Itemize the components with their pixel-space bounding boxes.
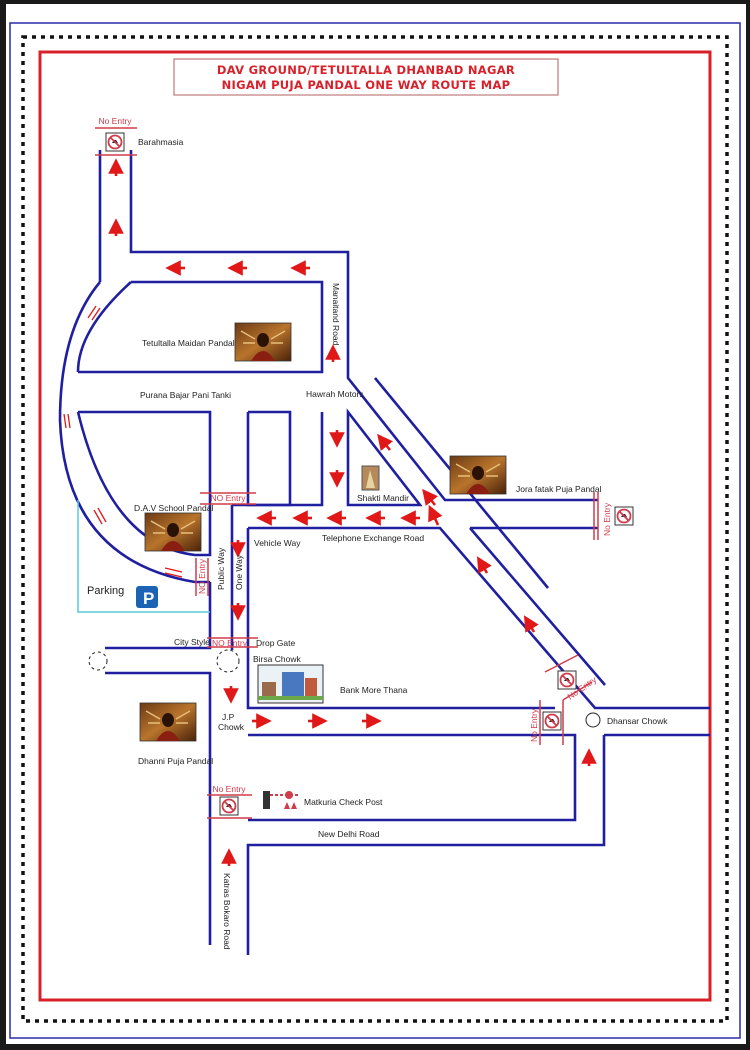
label-new-delhi-road: New Delhi Road <box>318 829 380 839</box>
no-entry-dhansar-left: No Entry <box>529 700 564 745</box>
dhansar-chowk-marker <box>585 712 601 728</box>
svg-text:NO Entry: NO Entry <box>211 493 247 503</box>
label-public-way: Public Way <box>216 547 226 590</box>
label-purana-bajar: Purana Bajar Pani Tanki <box>140 390 231 400</box>
no-entry-dav-top: NO Entry <box>200 492 256 505</box>
no-entry-icon <box>542 711 562 731</box>
roads <box>58 150 710 955</box>
label-dhanni-pandal: Dhanni Puja Pandal <box>138 756 213 766</box>
no-entry-icon <box>614 506 634 526</box>
outer-blue-frame <box>9 22 741 1039</box>
no-entry-jora-fatak: No Entry <box>593 492 634 540</box>
title-line-2: NIGAM PUJA PANDAL ONE WAY ROUTE MAP <box>222 78 511 92</box>
police-station-icon <box>257 664 324 704</box>
label-jora-fatak: Jora fatak Puja Pandal <box>516 484 602 494</box>
label-katras-bokaro: Katras Bokaro Road <box>222 873 232 950</box>
red-frame <box>38 50 712 1002</box>
label-vehicle-way: Vehicle Way <box>254 538 301 548</box>
label-dav-school: D.A.V School Pandal <box>134 503 213 513</box>
pandal-image-tetultalla <box>234 322 292 362</box>
no-entry-icon <box>219 796 239 816</box>
svg-text:No Entry: No Entry <box>212 784 246 794</box>
map-title: DAV GROUND/TETULTALLA DHANBAD NAGAR NIGA… <box>173 58 559 96</box>
no-entry-dav-side: NO Entry <box>195 558 209 596</box>
label-city-style: City Style <box>174 637 210 647</box>
label-telephone-exchange: Telephone Exchange Road <box>322 533 424 543</box>
label-matkuria: Matkuria Check Post <box>304 797 383 807</box>
label-shakti-mandir: Shakti Mandir <box>357 493 409 503</box>
label-dhansar-chowk: Dhansar Chowk <box>607 716 668 726</box>
label-one-way: One Way <box>234 554 244 590</box>
no-entry-matkuria: No Entry <box>207 784 252 819</box>
label-parking: Parking <box>87 585 124 597</box>
no-entry-icon <box>105 132 125 152</box>
title-line-1: DAV GROUND/TETULTALLA DHANBAD NAGAR <box>217 63 515 77</box>
label-tetultalla-pandal: Tetultalla Maidan Pandal <box>142 338 235 348</box>
check-post-icon <box>263 791 298 809</box>
label-jp-chowk-2: Chowk <box>218 722 245 732</box>
svg-text:No Entry: No Entry <box>602 502 612 536</box>
svg-text:NO Entry: NO Entry <box>212 638 248 648</box>
place-labels: Barahmasia Manaitand Road Tetultalla Mai… <box>87 137 668 950</box>
no-entry-barahmasia: No Entry <box>95 116 137 156</box>
no-entry-icon <box>557 670 577 690</box>
svg-text:No Entry: No Entry <box>98 116 132 126</box>
svg-text:NO Entry: NO Entry <box>197 558 207 594</box>
parking-zone <box>77 500 210 613</box>
temple-icon <box>361 465 380 491</box>
pandal-image-dav <box>144 512 202 552</box>
label-hawrah-motors: Hawrah Motors <box>306 389 364 399</box>
label-manaitand-road: Manaitand Road <box>331 283 341 346</box>
label-drop-gate: Drop Gate <box>256 638 295 648</box>
parking-icon: P <box>136 586 158 608</box>
roundabout-left <box>88 651 108 671</box>
pandal-image-dhanni <box>139 702 197 742</box>
label-birsa-chowk: Birsa Chowk <box>253 654 301 664</box>
label-bank-more-thana: Bank More Thana <box>340 685 408 695</box>
svg-text:No Entry: No Entry <box>529 708 539 742</box>
label-jp-chowk-1: J.P <box>222 712 235 722</box>
no-entry-city-style: NO Entry <box>207 637 258 648</box>
roundabout-birsa <box>216 649 240 673</box>
traffic-arrows <box>63 158 597 866</box>
pandal-image-jora-fatak <box>449 455 507 495</box>
dotted-frame <box>21 35 729 1023</box>
label-barahmasia: Barahmasia <box>138 137 184 147</box>
svg-text:P: P <box>143 589 154 608</box>
